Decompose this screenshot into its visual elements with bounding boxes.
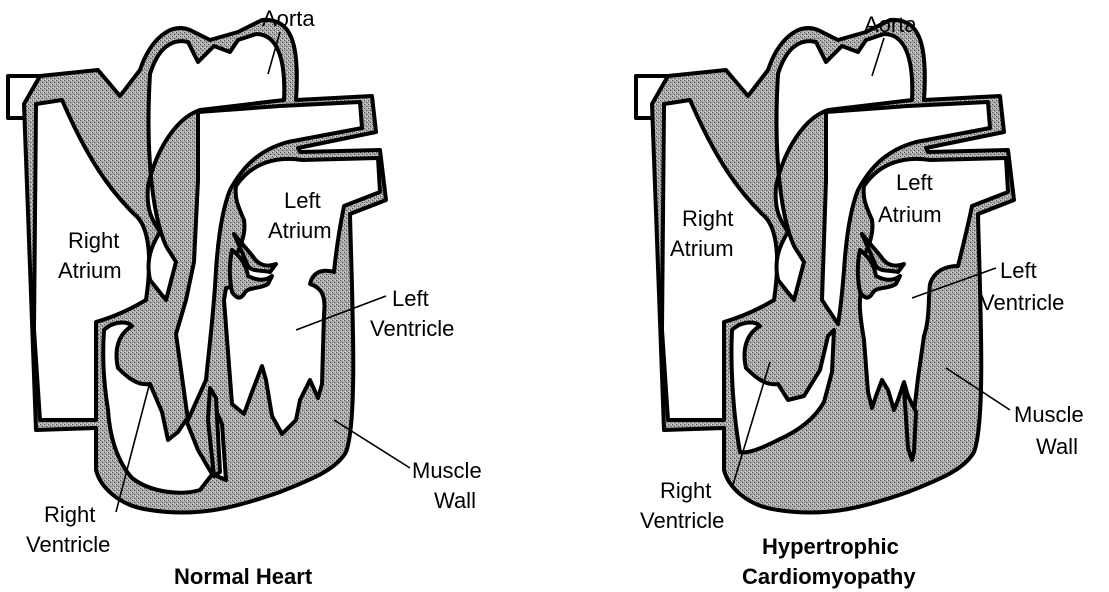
label-left-atrium-line2: Atrium: [268, 218, 332, 243]
label-right-atrium-line2: Atrium: [58, 258, 122, 283]
hcm-label-left-ventricle-line1: Left: [1000, 258, 1037, 283]
hcm-label-muscle-wall-line2: Wall: [1036, 434, 1078, 459]
label-right-ventricle-line2: Ventricle: [26, 532, 110, 557]
hcm-label-right-ventricle-line1: Right: [660, 478, 711, 503]
label-left-atrium-line1: Left: [284, 188, 321, 213]
hcm-title-line2: Cardiomyopathy: [742, 564, 916, 589]
label-left-ventricle-line2: Ventricle: [370, 316, 454, 341]
label-muscle-wall-line1: Muscle: [412, 458, 482, 483]
hcm-label-left-atrium-line1: Left: [896, 170, 933, 195]
label-right-ventricle-line1: Right: [44, 502, 95, 527]
hcm-label-aorta: Aorta: [864, 12, 917, 37]
hcm-label-left-ventricle-line2: Ventricle: [980, 290, 1064, 315]
hcm-label-right-ventricle-line2: Ventricle: [640, 508, 724, 533]
hcm-heart-diagram: [636, 20, 1014, 513]
hcm-label-right-atrium-line2: Atrium: [670, 236, 734, 261]
hcm-label-muscle-wall-line1: Muscle: [1014, 402, 1084, 427]
label-left-ventricle-line1: Left: [392, 286, 429, 311]
hcm-label-right-atrium-line1: Right: [682, 206, 733, 231]
title-normal-heart: Normal Heart: [174, 564, 313, 589]
label-right-atrium-line1: Right: [68, 228, 119, 253]
label-aorta: Aorta: [262, 6, 315, 31]
hcm-title-line1: Hypertrophic: [762, 534, 899, 559]
label-muscle-wall-line2: Wall: [434, 488, 476, 513]
hcm-label-left-atrium-line2: Atrium: [878, 202, 942, 227]
